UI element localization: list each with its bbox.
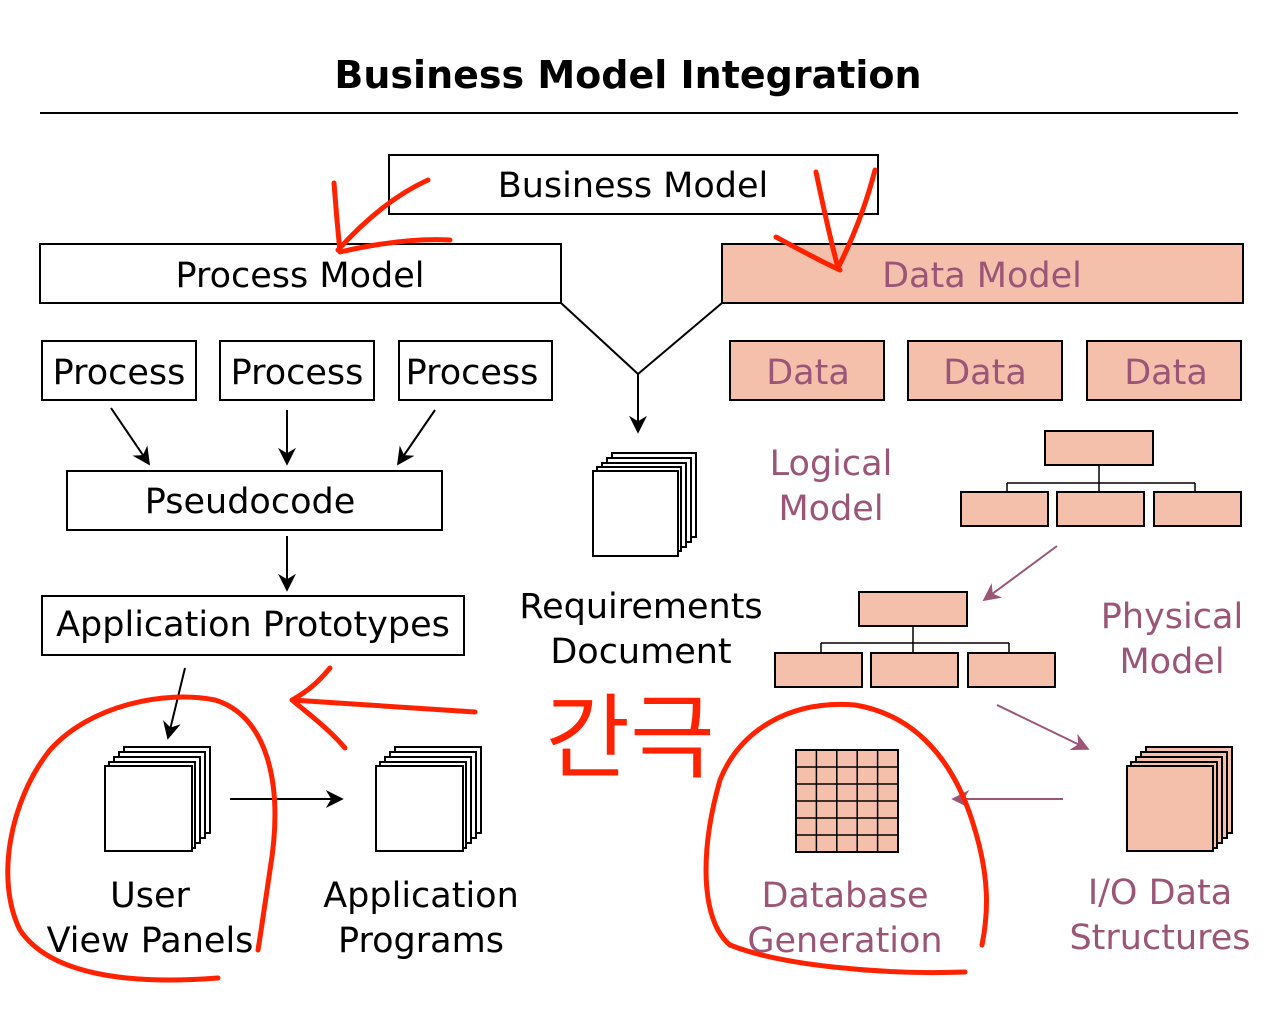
io-data-structures-icon <box>1126 746 1233 852</box>
arrow-prototypes-userviews <box>163 667 186 740</box>
user-view-panels-label-line2: View Panels <box>47 921 254 961</box>
application-prototypes-box: Application Prototypes <box>41 595 465 656</box>
red-check-left-base <box>331 180 453 255</box>
user-view-panels-label-line1: User <box>110 876 190 916</box>
red-arrow-to-prototypes <box>289 665 478 751</box>
io-data-structures-label-line1: I/O Data <box>1088 873 1232 913</box>
application-programs-label-line2: Programs <box>338 921 504 961</box>
red-handwritten-note: 간극 <box>545 685 714 792</box>
data-box-3: Data <box>1086 340 1242 401</box>
physical-model-label-line2: Model <box>1119 642 1224 682</box>
red-check-left-stroke <box>335 177 431 253</box>
logical-model-tree-icon <box>960 430 1242 527</box>
arrow-logical-physical <box>982 545 1058 602</box>
red-circle-database <box>703 701 989 976</box>
arrow-physical-io <box>996 704 1090 751</box>
process-box-3-label: Process <box>406 353 539 393</box>
business-model-box: Business Model <box>388 154 879 215</box>
process-model-box: Process Model <box>39 243 562 304</box>
database-generation-label-line2: Generation <box>747 921 942 961</box>
data-box-1-label: Data <box>766 353 850 393</box>
user-view-panels-icon <box>104 746 211 852</box>
process-box-2-label: Process <box>231 353 364 393</box>
data-box-1: Data <box>729 340 885 401</box>
requirements-label-line1: Requirements <box>519 587 762 627</box>
process-box-2: Process <box>219 340 375 401</box>
data-model-label: Data Model <box>882 256 1082 296</box>
application-prototypes-label: Application Prototypes <box>56 605 450 645</box>
data-box-2: Data <box>907 340 1063 401</box>
data-model-box: Data Model <box>721 243 1244 304</box>
data-box-3-label: Data <box>1124 353 1208 393</box>
business-model-label: Business Model <box>498 166 769 206</box>
requirements-label-line2: Document <box>550 632 731 672</box>
process-box-1-label: Process <box>53 353 186 393</box>
data-box-2-label: Data <box>943 353 1027 393</box>
process-box-3: Process <box>398 340 553 401</box>
process-model-label: Process Model <box>176 256 425 296</box>
application-programs-icon <box>375 746 482 852</box>
requirements-document-icon <box>592 452 697 557</box>
arrow-process1-pseudocode <box>110 407 151 466</box>
physical-model-tree-icon <box>774 591 1056 688</box>
logical-model-label-line1: Logical <box>770 444 893 484</box>
process-box-1: Process <box>41 340 197 401</box>
pseudocode-label: Pseudocode <box>145 482 355 522</box>
red-check-right-tail <box>773 234 843 273</box>
pseudocode-box: Pseudocode <box>66 470 443 531</box>
application-programs-label-line1: Application <box>323 876 519 916</box>
red-circle-user-views <box>5 694 278 983</box>
io-data-structures-label-line2: Structures <box>1069 918 1250 958</box>
database-grid-icon <box>795 749 899 853</box>
physical-model-label-line1: Physical <box>1101 597 1243 637</box>
database-generation-label-line1: Database <box>761 876 928 916</box>
requirements-funnel <box>560 302 723 434</box>
arrow-process3-pseudocode <box>396 409 436 466</box>
diagram-title: Business Model Integration <box>334 53 921 97</box>
red-annotations <box>5 167 989 983</box>
logical-model-label-line2: Model <box>778 489 883 529</box>
